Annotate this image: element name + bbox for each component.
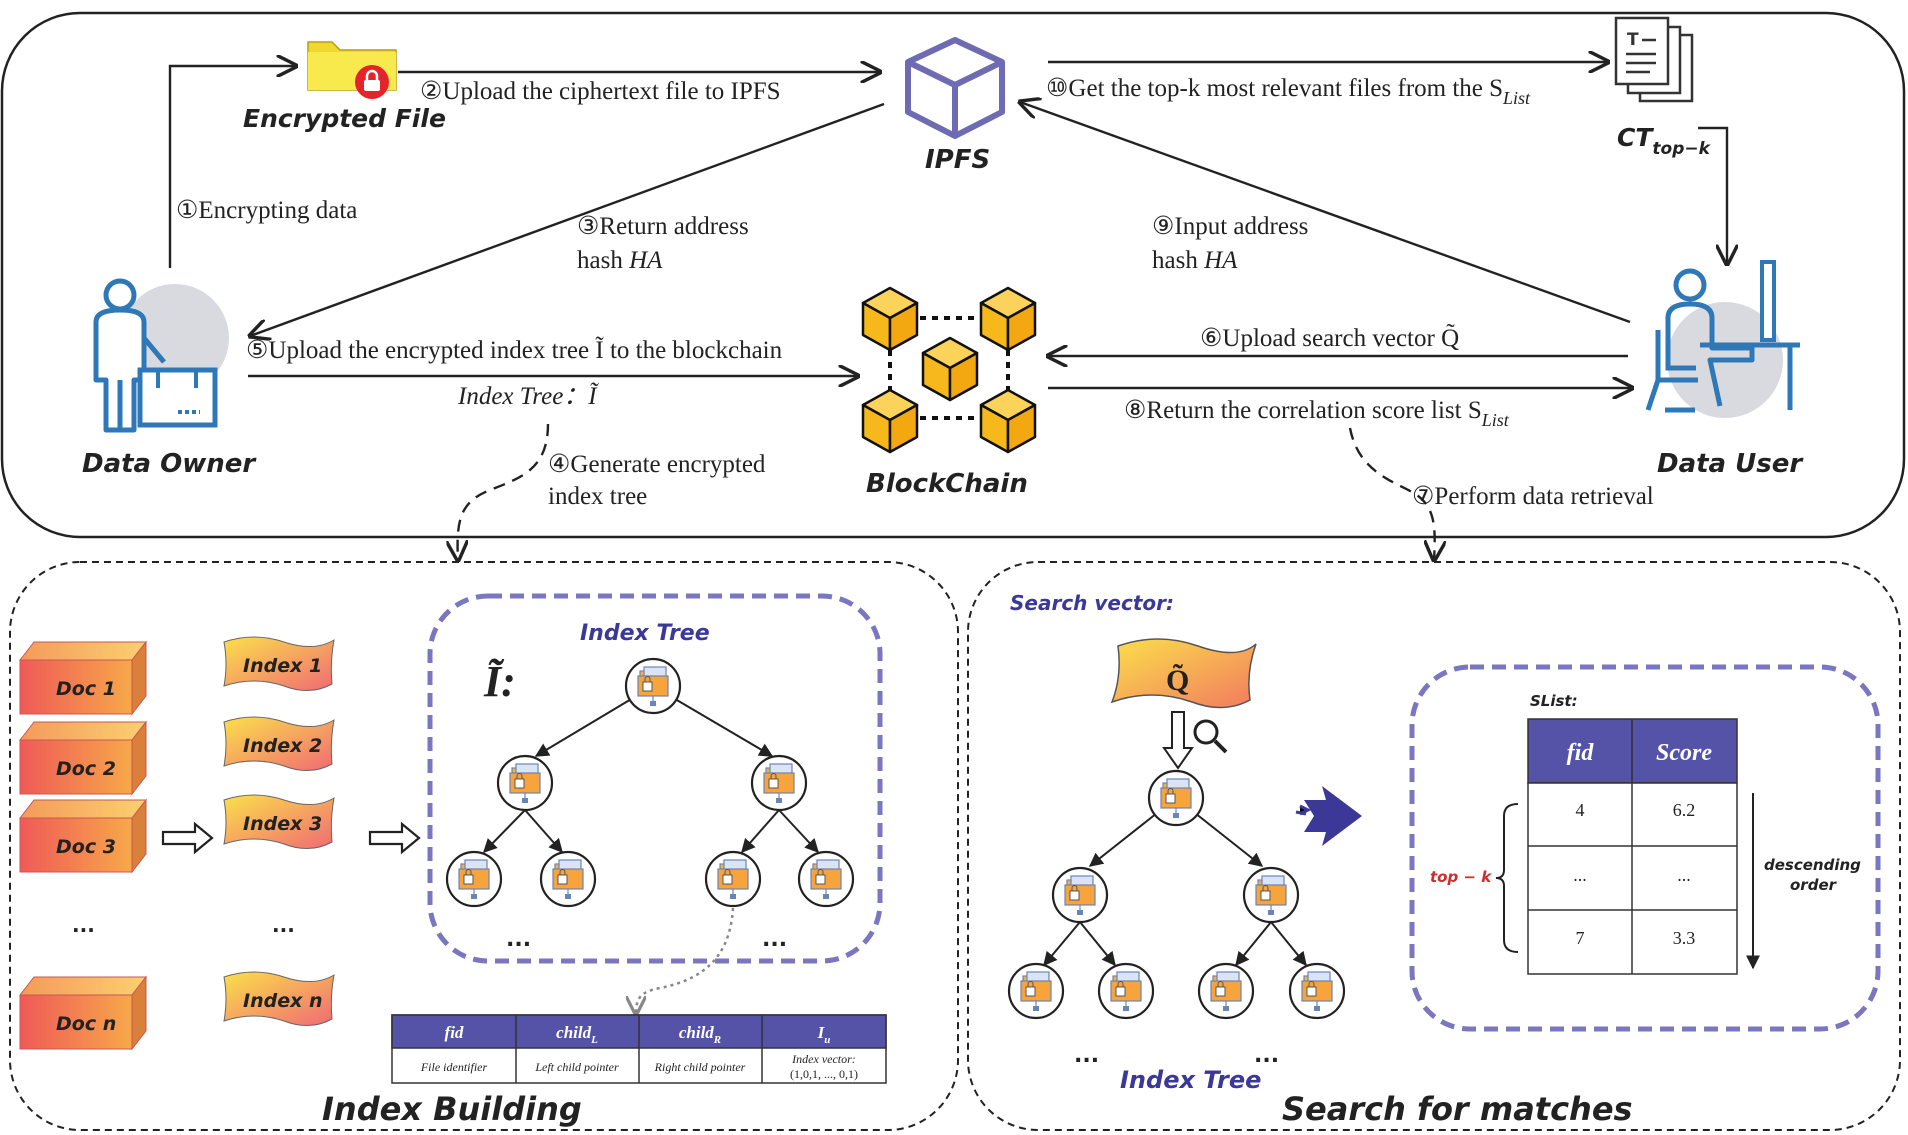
step5-label: ⑤Upload the encrypted index tree Ĩ to th… [246,336,783,364]
node-table-cell: Index vector: [791,1052,856,1066]
step6-label: ⑥Upload search vector Q̃ [1200,324,1459,352]
index-label: Index n [243,990,322,1012]
step4-label: ④Generate encrypted [548,451,766,478]
search-tree-nodes [1007,769,1346,1020]
slist-cell: 7 [1576,928,1585,948]
node-table-header: childR [679,1023,721,1046]
doc-block: Doc 1 [18,640,148,716]
order-label: order [1790,876,1838,894]
slist-box [1409,664,1881,1032]
descending-label: descending [1764,856,1861,874]
result-arrow-icon [1295,786,1362,846]
slist-label: SList: [1530,692,1578,710]
index-building-panel [9,561,959,1131]
index-flag: Index 2 [223,716,335,771]
blockchain-cubes-icon [861,286,1037,454]
search-vector-label: Search vector: [1010,591,1174,615]
doc-ellipsis: ... [72,913,95,937]
search-down-arrow-icon [1162,711,1194,770]
build-arrows [161,821,421,855]
search-panel [967,561,1901,1131]
doc-label: Doc 3 [56,836,116,858]
node-table-header: fid [445,1023,464,1042]
step7-label: ⑦Perform data retrieval [1412,483,1654,510]
encrypted-folder-icon [307,41,397,99]
doc-label: Doc n [56,1013,116,1035]
step9-label-2: hash HA [1152,247,1238,274]
doc-block: Doc 3 [18,798,148,874]
node-table-header: Iu [817,1023,831,1046]
step9-label: ⑨Input address [1152,213,1308,240]
node-table-cell: File identifier [420,1060,488,1074]
doc-label: Doc 1 [56,678,116,700]
index-ellipsis: ... [272,913,295,937]
search-tree-ellipsis-right: ... [1254,1043,1279,1068]
doc-blocks: Doc 1 Doc 2 Doc 3... Doc n [18,640,148,1051]
step8-label: ⑧Return the correlation score list SList [1124,397,1510,430]
step3-label-2: hash HA [577,247,663,274]
search-tree-ellipsis-left: ... [1074,1043,1099,1068]
doc-label: Doc 2 [56,758,116,780]
data-owner-icon [93,278,229,433]
ct-topk-label: CTtop−k [1617,123,1712,159]
index-label: Index 2 [243,735,322,757]
index-tree-ellipsis-left: ... [506,927,531,952]
encrypted-file-label: Encrypted File [243,104,446,133]
document-stack-icon: T [1614,16,1694,103]
step2-label: ②Upload the ciphertext file to IPFS [420,78,781,105]
top-panel [0,11,1906,539]
data-user-label: Data User [1657,449,1804,479]
topk-brace [1495,803,1519,953]
slist-table: fid Score 4 6.2...... 7 3.3 [1527,718,1738,975]
top-arrows [168,62,1727,560]
slist-cell: ... [1677,865,1691,885]
index-building-title: Index Building [322,1090,582,1128]
index-flag: Index 1 [223,636,335,691]
doc-block: Doc n [18,975,148,1051]
doc-block: Doc 2 [18,720,148,796]
slist-cell: ... [1573,865,1587,885]
query-symbol: Q̃ [1166,664,1189,697]
slist-header: Score [1656,740,1712,766]
index-tree-symbol: Ĩ: [483,657,516,706]
node-table-cell: Left child pointer [534,1060,619,1074]
index-tree-box [427,593,883,964]
slist-cell: 3.3 [1673,928,1696,948]
index-tree-ellipsis-right: ... [762,927,787,952]
ipfs-label: IPFS [925,145,990,175]
index-flag: Index 3 [223,794,335,849]
magnifier-icon [1193,719,1228,754]
data-user-icon [1645,260,1800,418]
step3-label: ③Return address [577,213,749,240]
blockchain-label: BlockChain [866,469,1028,499]
data-owner-label: Data Owner [82,449,257,479]
ipfs-cube-icon [905,37,1005,139]
index-tree-caption: Index Tree：Ĩ [457,382,599,410]
topk-label: top − k [1430,868,1492,886]
slist-cell: 6.2 [1673,800,1696,820]
index-flag: Index n [223,971,335,1026]
step4-label-2: index tree [548,483,647,510]
index-tree-title-left: Index Tree [580,621,710,646]
step1-label: ①Encrypting data [176,197,357,224]
slist-cell: 4 [1576,800,1585,820]
index-label: Index 1 [243,655,322,677]
node-table-cell: Right child pointer [654,1060,746,1074]
index-flags: Index 1 Index 2 Index 3... Index n [223,636,335,1026]
step10-label: ⑩Get the top-k most relevant files from … [1046,75,1531,108]
index-label: Index 3 [243,813,322,835]
node-table-header: childL [556,1023,598,1046]
query-flag: Q̃ [1110,638,1257,709]
svg-text:T: T [1627,30,1639,50]
search-index-tree-title: Index Tree [1120,1066,1261,1094]
search-title: Search for matches [1282,1090,1633,1128]
slist-header: fid [1567,740,1595,766]
index-vector-value: (1,0,1, ..., 0,1) [790,1067,858,1081]
